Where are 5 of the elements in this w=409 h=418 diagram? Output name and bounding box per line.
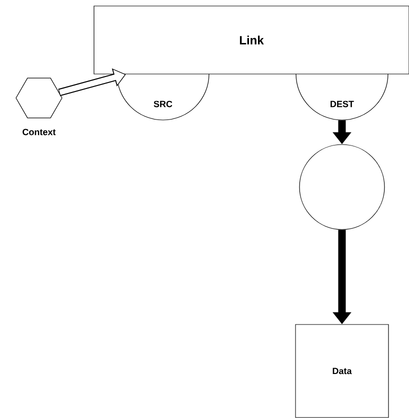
hexagon xyxy=(16,78,62,118)
node-caption: Context xyxy=(22,128,56,136)
data-box: Data xyxy=(295,324,389,418)
circle xyxy=(299,144,385,230)
link-box: Link xyxy=(94,6,409,74)
